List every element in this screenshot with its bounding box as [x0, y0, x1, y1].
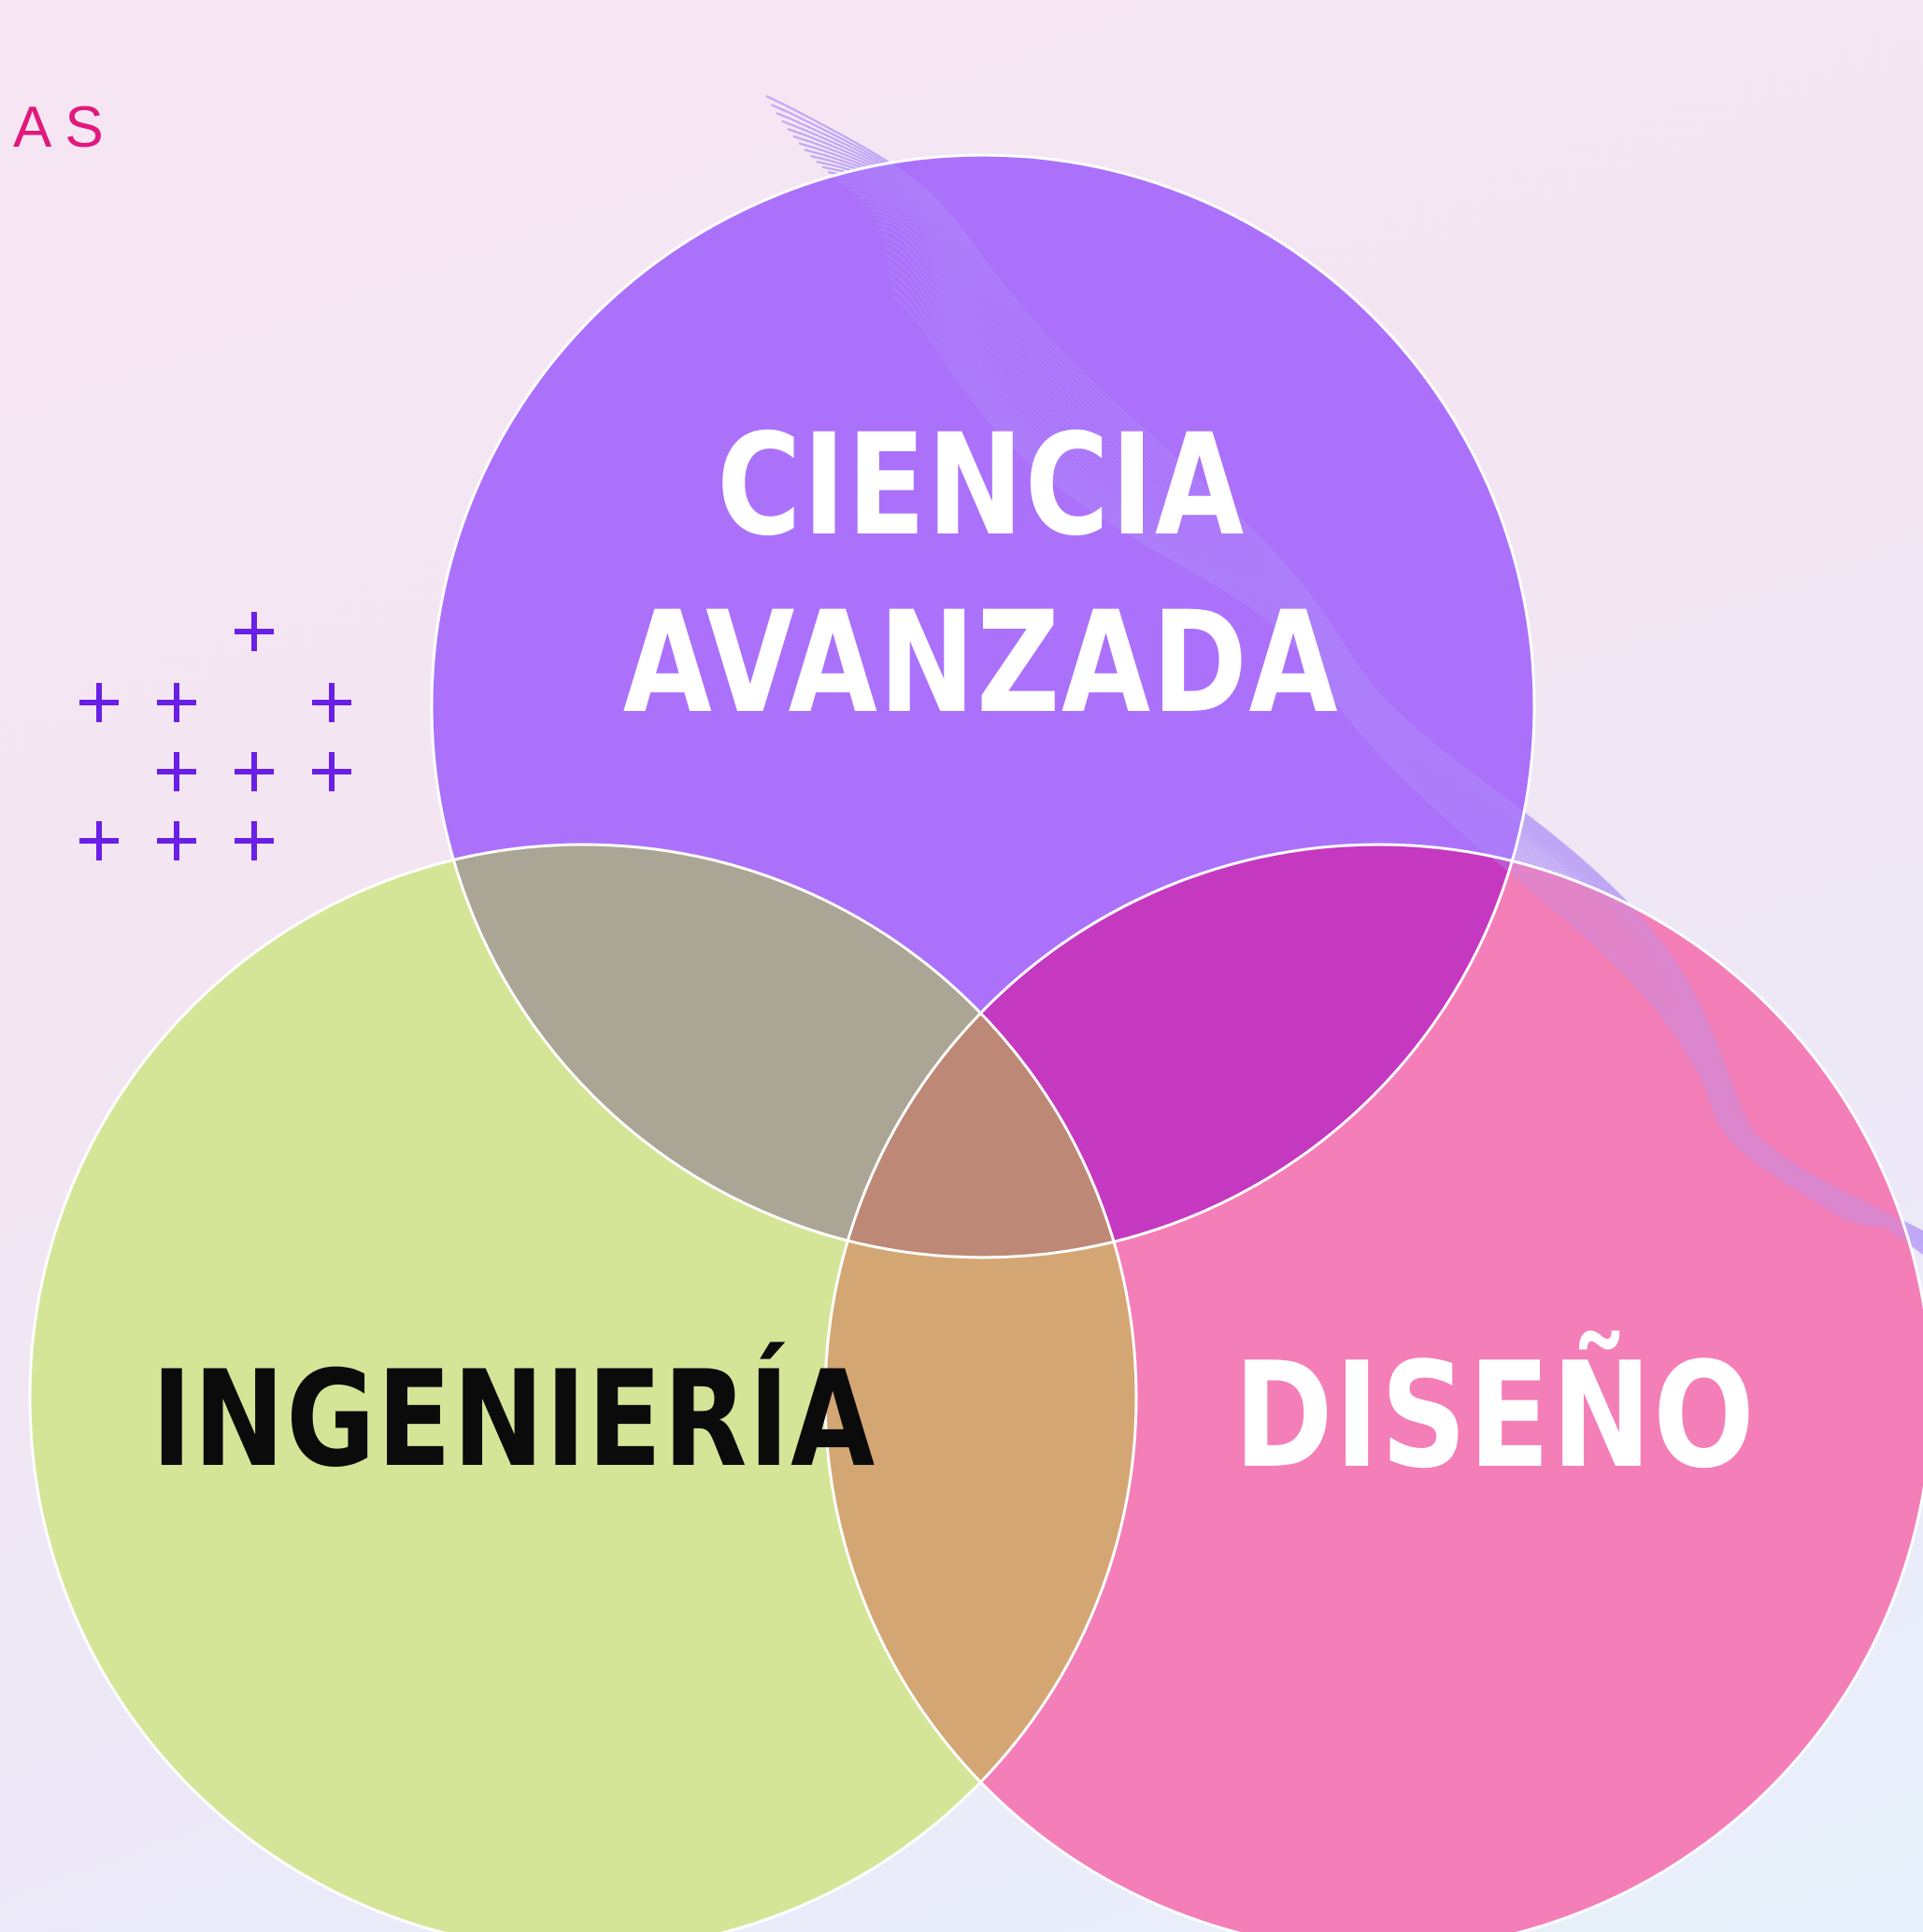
overlap-ciencia-diseno: [825, 845, 1534, 1257]
wave-line: [857, 196, 1923, 1234]
plus-icon: [157, 683, 196, 722]
plus-icon: [235, 752, 274, 791]
wave-line: [792, 135, 1865, 1226]
wave-line: [781, 120, 1855, 1224]
plus-signs-decoration: [79, 612, 351, 860]
wave-line: [890, 277, 1923, 1250]
plus-icon: [79, 821, 119, 860]
wave-line: [776, 112, 1851, 1222]
wave-line: [892, 294, 1923, 1256]
label-ciencia-avanzada: CIENCIA AVANZADA: [622, 405, 1340, 745]
decorative-wave-lines-overlay: [765, 94, 1923, 1256]
wave-line: [886, 254, 1923, 1243]
wave-line: [804, 149, 1876, 1228]
wave-line: [810, 154, 1883, 1229]
plus-icon: [235, 612, 274, 651]
wave-line: [765, 94, 1844, 1218]
circle-outline-diseno: [823, 843, 1923, 1932]
wave-line: [862, 200, 1923, 1233]
wave-line: [853, 192, 1923, 1235]
wave-line: [890, 286, 1923, 1253]
wave-line: [816, 161, 1889, 1230]
plus-icon: [157, 752, 196, 791]
wave-line: [879, 228, 1923, 1236]
wave-line: [884, 247, 1923, 1241]
wave-line: [868, 208, 1923, 1233]
label-diseno: DISEÑO: [1233, 1330, 1757, 1500]
wave-line: [770, 104, 1846, 1221]
wave-line: [798, 142, 1871, 1228]
circle-outline-ingenieria: [28, 843, 1138, 1932]
circle-outline-ciencia: [430, 153, 1536, 1259]
wave-line: [848, 188, 1923, 1236]
plus-icon: [312, 752, 351, 791]
plus-icon: [157, 821, 196, 860]
wave-line: [881, 234, 1923, 1238]
brand-logo: AS: [13, 95, 117, 160]
wave-line: [875, 217, 1923, 1234]
plus-icon: [312, 683, 351, 722]
plus-icon: [235, 821, 274, 860]
wave-line: [865, 204, 1923, 1233]
plus-icon: [79, 683, 119, 722]
wave-line: [876, 222, 1923, 1235]
wave-line: [887, 262, 1923, 1245]
wave-line: [844, 184, 1923, 1237]
wave-line: [833, 176, 1912, 1234]
wave-line: [821, 165, 1897, 1231]
wave-line: [838, 179, 1919, 1236]
wave-line: [787, 127, 1859, 1225]
label-ingenieria: INGENIERÍA: [151, 1342, 876, 1497]
wave-line: [889, 269, 1923, 1247]
overlap-ciencia-ingenieria: [432, 845, 1136, 1257]
wave-line: [883, 240, 1923, 1240]
wave-line: [872, 212, 1923, 1234]
wave-line: [827, 171, 1904, 1232]
